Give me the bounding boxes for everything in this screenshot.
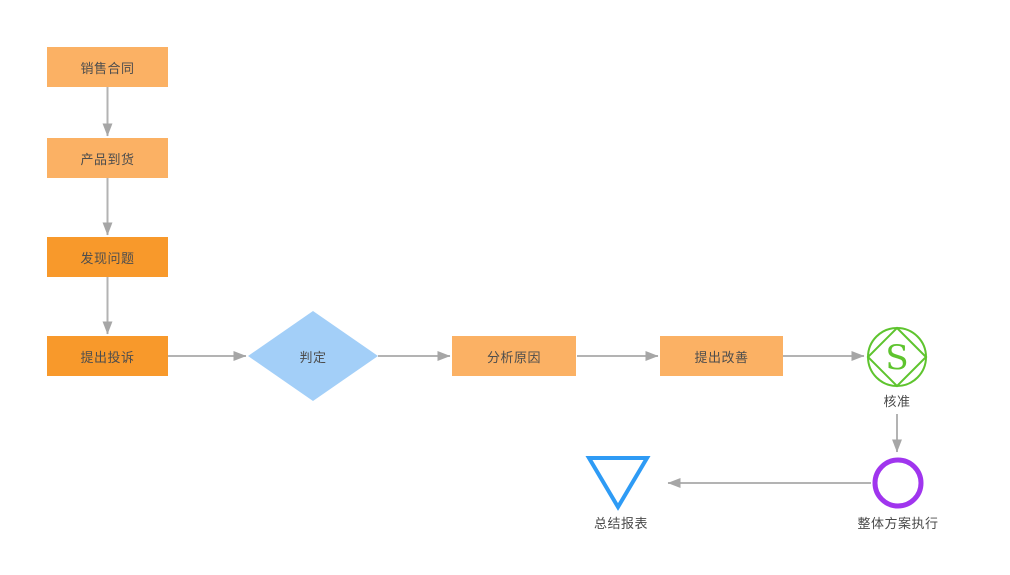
node-file-complaint[interactable]: 提出投诉 <box>47 336 168 376</box>
summary-report-triangle-shape[interactable] <box>585 456 651 511</box>
overall-execution-circle-shape[interactable] <box>872 457 924 509</box>
approval-junction-icon[interactable]: S <box>866 326 928 388</box>
node-judgment-label: 判定 <box>299 349 327 365</box>
node-analyze-cause-label: 分析原因 <box>486 349 541 365</box>
node-file-complaint-label: 提出投诉 <box>80 349 135 365</box>
node-sales-contract-label: 销售合同 <box>80 60 135 76</box>
node-propose-improvement[interactable]: 提出改善 <box>660 336 783 376</box>
node-product-arrival-label: 产品到货 <box>80 151 135 167</box>
summary-report-caption: 总结报表 <box>593 516 648 531</box>
node-product-arrival[interactable]: 产品到货 <box>47 138 168 178</box>
node-analyze-cause[interactable]: 分析原因 <box>452 336 576 376</box>
approval-inner-diamond <box>866 326 928 388</box>
approval-caption: 核准 <box>883 394 911 409</box>
node-propose-improvement-label: 提出改善 <box>694 349 749 365</box>
node-sales-contract[interactable]: 销售合同 <box>47 47 168 87</box>
node-judgment[interactable]: 判定 <box>248 311 378 401</box>
node-problem-found[interactable]: 发现问题 <box>47 237 168 277</box>
node-problem-found-label: 发现问题 <box>80 250 135 266</box>
approval-symbol: S <box>885 338 908 378</box>
overall-execution-caption: 整体方案执行 <box>857 516 939 531</box>
judgment-diamond-shape[interactable] <box>248 311 378 401</box>
